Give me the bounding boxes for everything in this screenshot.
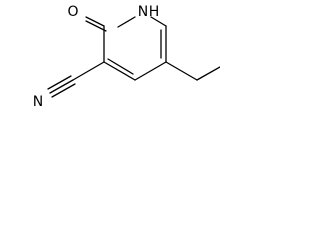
chemical-structure-canvas: O H N N <box>0 0 220 128</box>
bond-c4-c3-inner <box>107 58 134 75</box>
bond-c4-c3 <box>103 61 136 81</box>
nh-nitrogen-label: N <box>138 4 148 20</box>
bond-cn-triple-2 <box>47 75 72 90</box>
bond-c3-cn <box>72 61 105 81</box>
bond-c2-o-double <box>85 20 107 32</box>
nitrile-nitrogen-label: N <box>33 94 43 110</box>
bond-c2-o <box>85 16 105 27</box>
bond-n1-c6 <box>150 16 167 27</box>
bond-c5-c4 <box>134 61 167 81</box>
oxygen-atom-label: O <box>67 4 78 20</box>
bond-cn-triple-1 <box>49 79 74 94</box>
pyridone-structure: O H N N <box>33 4 220 110</box>
bond-ch2-ch3 <box>196 66 220 81</box>
bond-c5-ch2 <box>165 61 198 81</box>
nh-hydrogen-label: H <box>149 4 160 20</box>
bond-cn-triple-3 <box>51 83 76 98</box>
bond-c2-n1 <box>117 16 136 28</box>
